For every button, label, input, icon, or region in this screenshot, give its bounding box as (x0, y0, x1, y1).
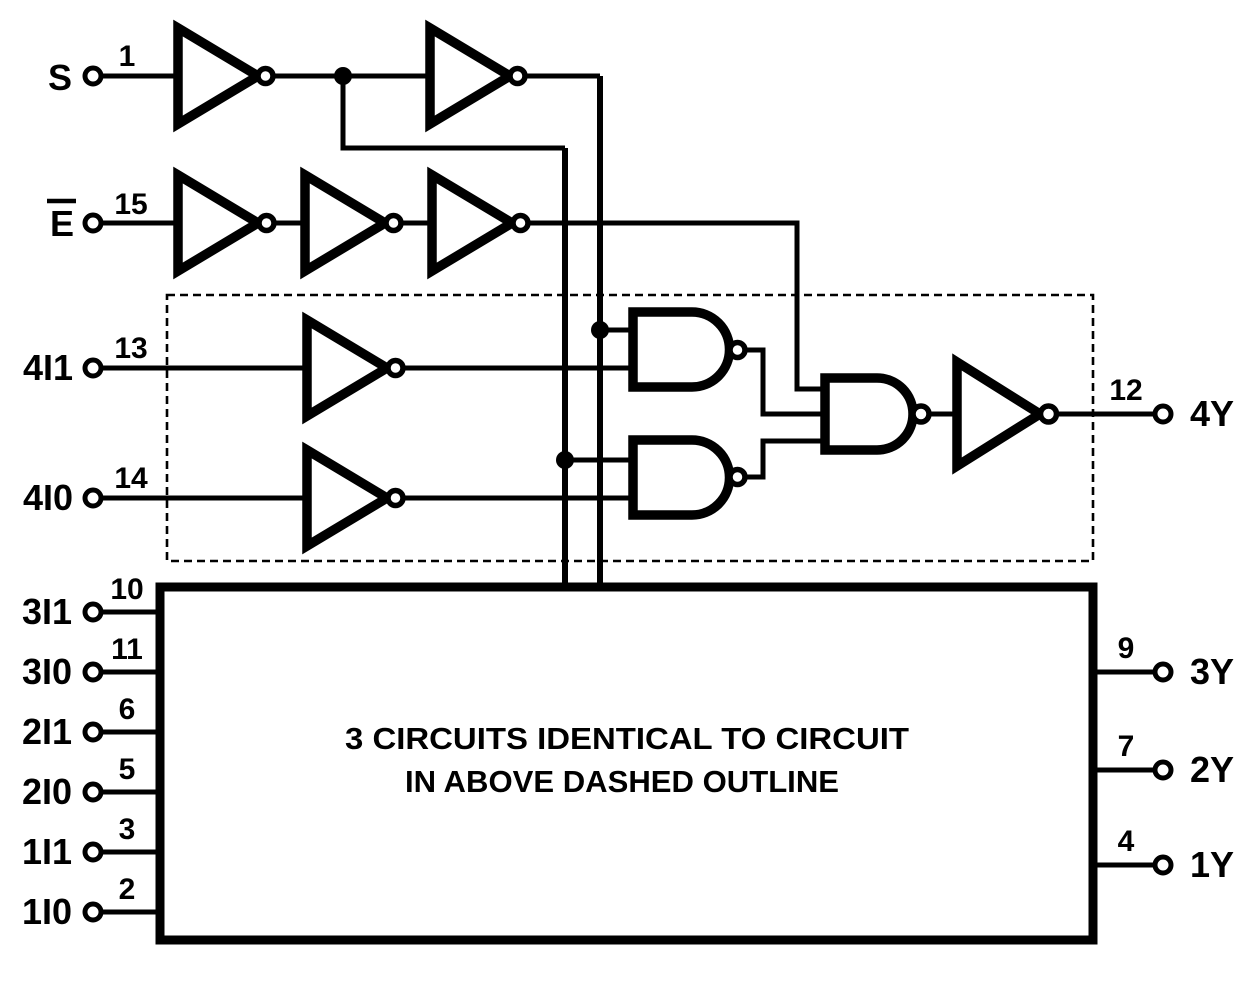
pin-number-3: 3 (119, 813, 136, 846)
input-label-4i0: 4I0 (23, 477, 73, 518)
terminal-2y (1152, 759, 1174, 781)
inverter-bubble (510, 212, 531, 234)
dashed-outline-box (165, 293, 1095, 563)
wires (101, 73, 1155, 915)
output-label-1y: 1Y (1190, 844, 1234, 885)
inverter-bubble (507, 65, 528, 87)
nand-gate-i0 (628, 435, 735, 520)
inverter-bubble (385, 357, 406, 379)
nand-gate-output (820, 373, 918, 455)
terminal-s (82, 65, 104, 87)
input-label-4i1: 4I1 (23, 347, 73, 388)
pin-number-6: 6 (119, 693, 136, 726)
junction-dot (591, 321, 609, 339)
terminal-1y (1152, 854, 1174, 876)
inverter-bubble (255, 65, 276, 87)
inverter-4i1 (302, 311, 397, 425)
nand-bubble (727, 466, 748, 488)
input-label-2i1: 2I1 (22, 711, 72, 752)
input-label-2i0: 2I0 (22, 771, 72, 812)
junction-dot (334, 67, 352, 85)
input-label-e: E (50, 203, 74, 244)
pin-number-13: 13 (114, 332, 147, 365)
terminal-4i0 (82, 487, 104, 509)
output-label-3y: 3Y (1190, 651, 1234, 692)
wire (745, 438, 825, 480)
pin-number-2: 2 (119, 873, 136, 906)
terminal-3i0 (82, 661, 104, 683)
pin-number-14: 14 (114, 462, 148, 495)
wire (340, 76, 565, 151)
inverter-s-1 (173, 19, 268, 133)
inverter-e-1 (173, 166, 268, 280)
pin-number-9: 9 (1118, 632, 1135, 665)
pin-number-10: 10 (110, 573, 143, 606)
output-label-2y: 2Y (1190, 749, 1234, 790)
input-label-1i0: 1I0 (22, 891, 72, 932)
labels: S E 4I1 4I0 3I1 3I0 2I1 2I0 1I1 1I0 1 15… (22, 40, 1234, 932)
input-label-s: S (48, 57, 72, 98)
terminal-1i0 (82, 901, 104, 923)
wire (528, 220, 825, 392)
nand-gate-i1 (628, 307, 735, 392)
box-note-line1: 3 CIRCUITS IDENTICAL TO CIRCUIT (345, 721, 909, 756)
pin-number-11: 11 (111, 633, 143, 666)
terminal-4y (1152, 403, 1174, 425)
pin-number-1: 1 (119, 40, 136, 73)
terminal-e (82, 212, 104, 234)
identical-circuits-box (155, 582, 1098, 945)
junction-dot (556, 451, 574, 469)
nand-bubble (910, 403, 932, 425)
inverter-s-2 (425, 19, 520, 133)
pin-number-4: 4 (1118, 825, 1135, 858)
inverter-bubble (256, 212, 277, 234)
inverter-bubble (1037, 403, 1060, 425)
terminal-3i1 (82, 601, 104, 623)
pin-number-12: 12 (1109, 374, 1142, 407)
output-label-4y: 4Y (1190, 393, 1234, 434)
pin-number-7: 7 (1118, 730, 1135, 763)
junctions (334, 67, 609, 469)
inverter-bubble (385, 487, 406, 509)
inverter-e-2 (300, 166, 395, 280)
inverter-4i0 (302, 441, 397, 555)
input-label-3i0: 3I0 (22, 651, 72, 692)
input-label-3i1: 3I1 (22, 591, 72, 632)
inverter-output (952, 353, 1049, 475)
pin-number-15: 15 (114, 188, 147, 221)
terminals (82, 65, 1174, 923)
terminal-4i1 (82, 357, 104, 379)
gates (173, 19, 1060, 555)
terminal-3y (1152, 661, 1174, 683)
nand-bubble (727, 339, 748, 361)
pin-number-5: 5 (119, 753, 136, 786)
terminal-2i1 (82, 721, 104, 743)
wire (745, 347, 825, 417)
inverter-e-3 (427, 166, 522, 280)
input-label-1i1: 1I1 (22, 831, 72, 872)
terminal-2i0 (82, 781, 104, 803)
terminal-1i1 (82, 841, 104, 863)
inverter-bubble (383, 212, 404, 234)
box-note-line2: IN ABOVE DASHED OUTLINE (405, 764, 839, 799)
